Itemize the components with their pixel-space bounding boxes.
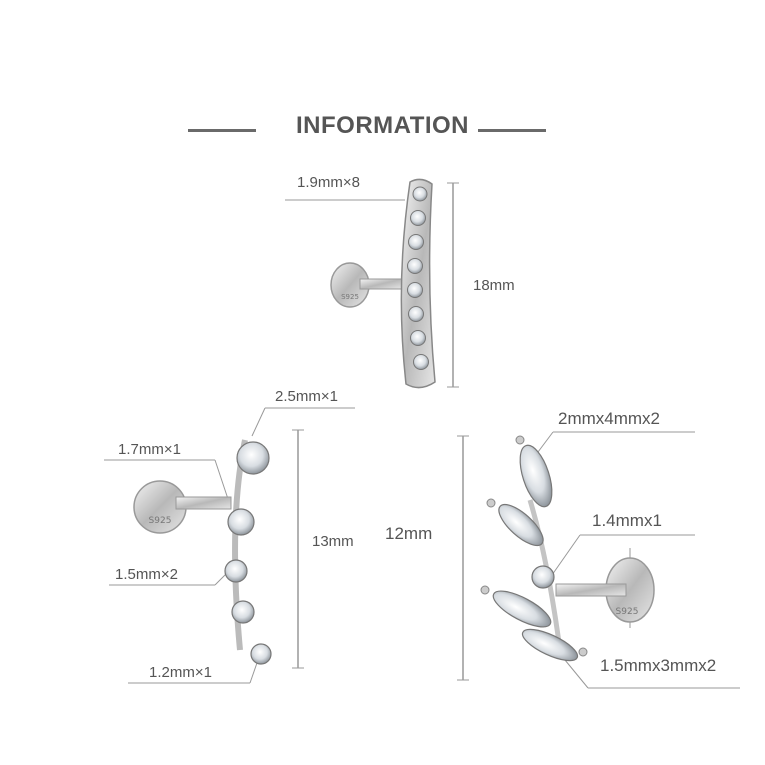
leaf-earring bbox=[457, 431, 740, 689]
title-rule-left bbox=[188, 129, 256, 132]
page-title: INFORMATION bbox=[295, 112, 470, 139]
post bbox=[555, 583, 627, 597]
stone-top-pointer bbox=[251, 407, 266, 437]
right-length-label: 12mm bbox=[385, 524, 433, 543]
stamp-left: S925 bbox=[149, 516, 172, 526]
stamp-top: S925 bbox=[341, 293, 359, 301]
marquise-top-pointer bbox=[537, 431, 554, 453]
right-marquise-top-label: 2mmx4mmx2 bbox=[558, 409, 661, 428]
top-length-label: 18mm bbox=[473, 277, 515, 294]
round-pointer bbox=[551, 534, 581, 576]
post bbox=[359, 278, 403, 290]
post bbox=[175, 496, 232, 510]
left-stone-top-label: 2.5mm×1 bbox=[275, 388, 338, 405]
right-marquise-bottom-label: 1.5mmx3mmx2 bbox=[600, 656, 717, 675]
left-length-label: 13mm bbox=[312, 533, 354, 550]
marquise-bottom-pointer bbox=[564, 659, 589, 689]
right-round-label: 1.4mmx1 bbox=[592, 511, 662, 530]
title-rule-right bbox=[478, 129, 546, 132]
bar-stones bbox=[407, 186, 429, 370]
climber-earring bbox=[104, 407, 355, 684]
left-stone-upper-label: 1.7mm×1 bbox=[118, 441, 181, 458]
left-stone-mid-label: 1.5mm×2 bbox=[115, 566, 178, 583]
stone-bottom-pointer bbox=[249, 659, 259, 684]
stamp-right: S925 bbox=[616, 607, 639, 617]
left-stone-bottom-label: 1.2mm×1 bbox=[149, 664, 212, 681]
top-stone-label: 1.9mm×8 bbox=[297, 174, 360, 191]
bar-earring bbox=[285, 178, 459, 389]
